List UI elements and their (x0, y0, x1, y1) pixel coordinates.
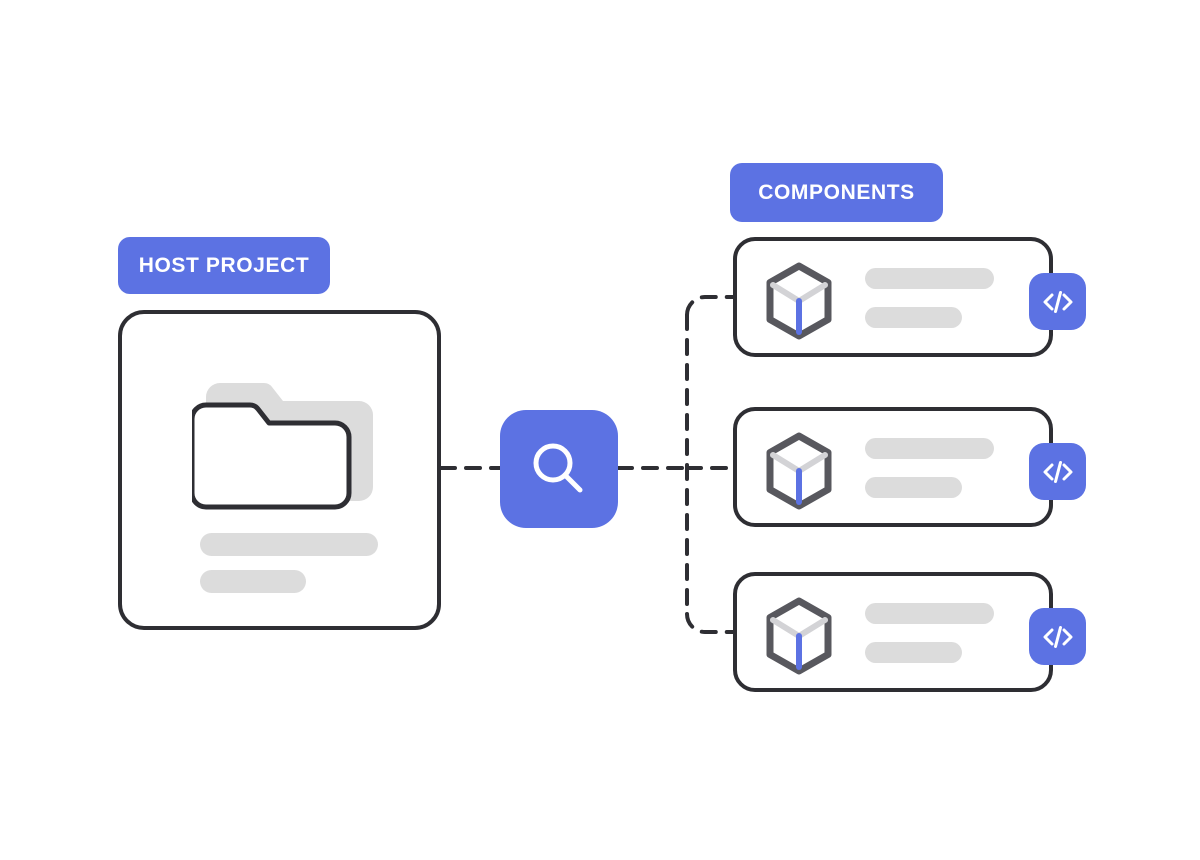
code-glyph (1043, 290, 1072, 313)
connector-trunk-to-card-1 (685, 295, 739, 317)
code-icon[interactable] (1029, 443, 1086, 500)
cube-icon (766, 597, 832, 675)
component-placeholder-bar-2 (865, 307, 962, 328)
cube-icon (766, 262, 832, 340)
search-node-button[interactable] (500, 410, 618, 528)
connector-trunk-to-card-3 (685, 612, 739, 634)
host-placeholder-bar-2 (200, 570, 306, 593)
host-project-badge: HOST PROJECT (118, 237, 330, 294)
component-card-3[interactable] (733, 572, 1086, 692)
component-placeholder-bar-1 (865, 268, 994, 289)
host-placeholder-bar-1 (200, 533, 378, 556)
component-card-2[interactable] (733, 407, 1086, 527)
component-placeholder-bar-2 (865, 642, 962, 663)
folder-front-shape (192, 402, 352, 510)
components-badge-label: COMPONENTS (758, 180, 915, 204)
component-card-1[interactable] (733, 237, 1086, 357)
folder-stack-icon (192, 383, 373, 510)
code-icon[interactable] (1029, 608, 1086, 665)
component-placeholder-bar-1 (865, 438, 994, 459)
code-icon[interactable] (1029, 273, 1086, 330)
components-badge: COMPONENTS (730, 163, 943, 222)
host-project-card[interactable] (118, 310, 441, 630)
component-placeholder-bar-1 (865, 603, 994, 624)
cube-icon (766, 432, 832, 510)
search-icon (533, 443, 583, 493)
component-placeholder-bar-2 (865, 477, 962, 498)
code-glyph (1043, 460, 1072, 483)
code-glyph (1043, 625, 1072, 648)
host-project-badge-label: HOST PROJECT (138, 253, 310, 277)
